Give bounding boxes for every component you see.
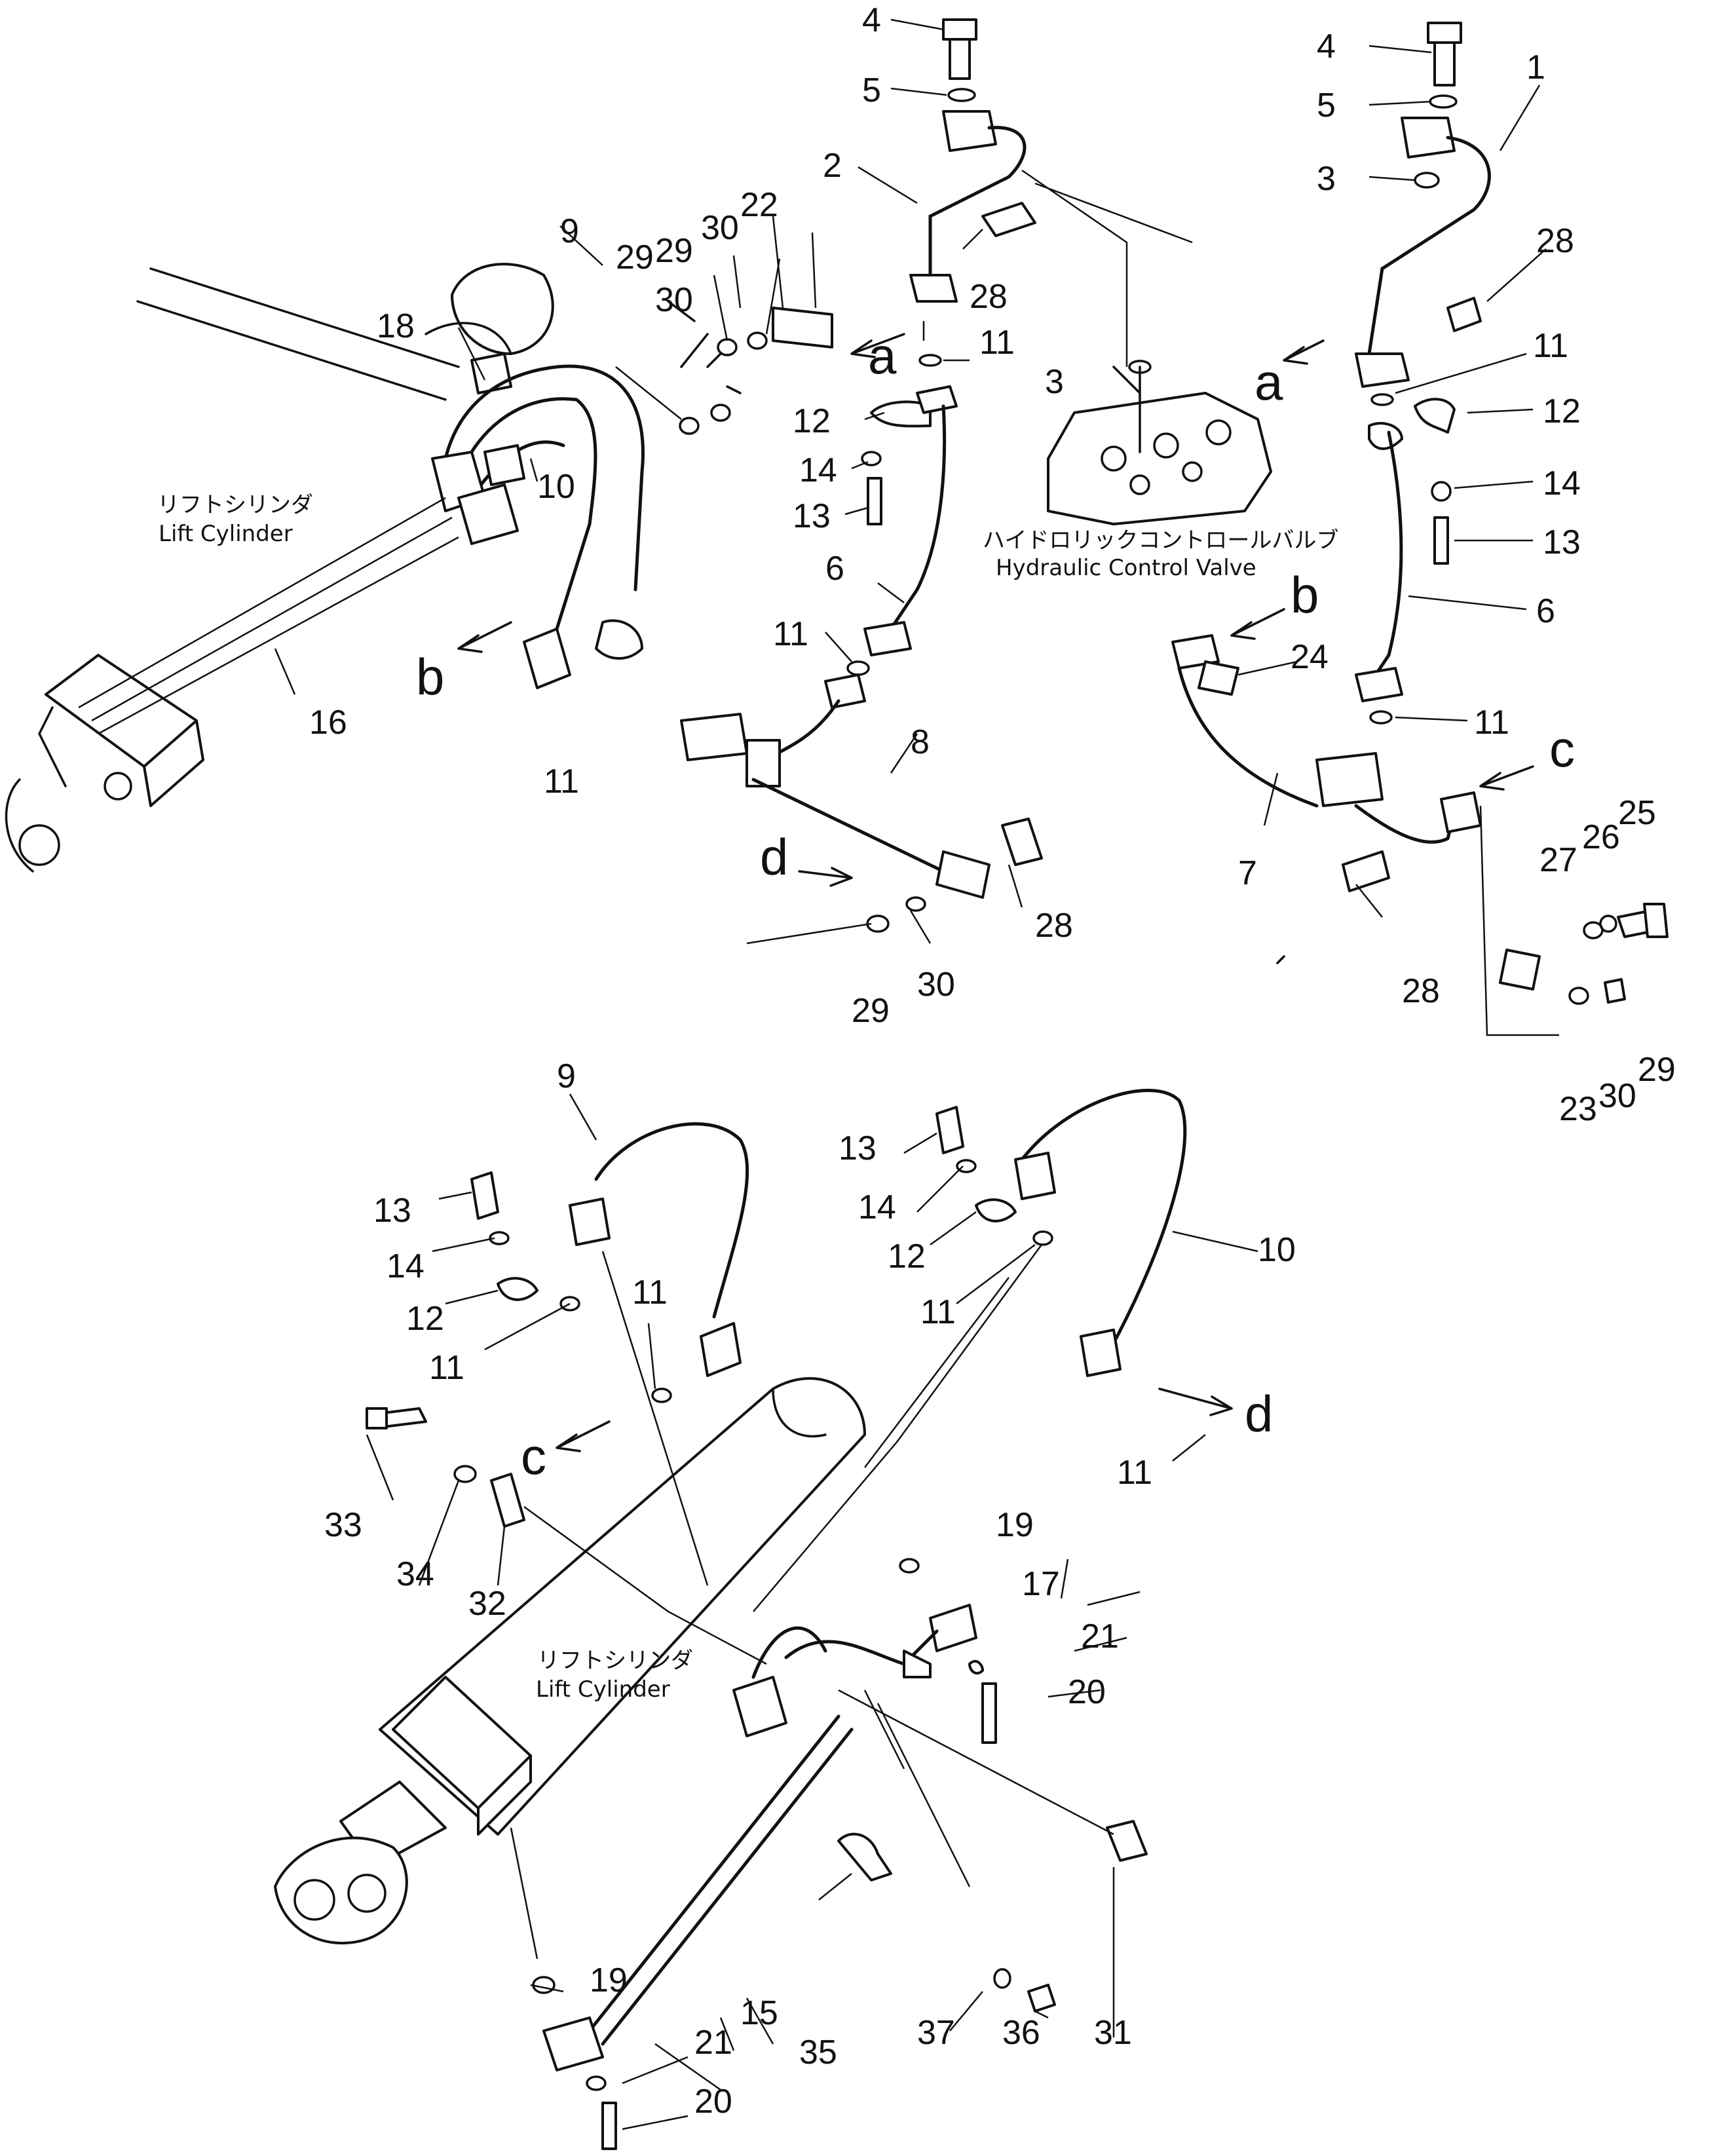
callout-17: 17 bbox=[1022, 1565, 1060, 1603]
reference-arrows bbox=[457, 333, 1534, 1452]
callout-11i: 11 bbox=[1117, 1454, 1152, 1492]
callout-12d: 12 bbox=[888, 1238, 926, 1275]
callout-25: 25 bbox=[1618, 794, 1656, 832]
ref-c-upper: c bbox=[1549, 720, 1575, 778]
callout-13b: 13 bbox=[1543, 523, 1581, 561]
callout-10b: 10 bbox=[1258, 1231, 1296, 1269]
callout-numbers: 4 5 2 22 30 29 28 11 12 14 13 6 11 8 28 … bbox=[309, 1, 1676, 2121]
callout-11f: 11 bbox=[429, 1349, 464, 1387]
callout-4b: 4 bbox=[1317, 28, 1336, 66]
callout-30c: 30 bbox=[655, 281, 693, 319]
callout-14b: 14 bbox=[1543, 464, 1581, 502]
hcv-caption-en: Hydraulic Control Valve bbox=[996, 555, 1256, 581]
callout-35: 35 bbox=[799, 2033, 837, 2071]
callout-30a: 30 bbox=[701, 209, 739, 247]
callout-26: 26 bbox=[1582, 818, 1620, 856]
upper-center-piping bbox=[667, 18, 1193, 933]
callout-29d: 29 bbox=[1638, 1051, 1676, 1089]
callout-15: 15 bbox=[740, 1994, 778, 2032]
upper-right-piping bbox=[1171, 22, 1669, 1036]
callout-8: 8 bbox=[911, 723, 930, 761]
callout-29b: 29 bbox=[852, 992, 890, 1030]
callout-11d: 11 bbox=[1533, 327, 1568, 365]
callout-14a: 14 bbox=[799, 451, 837, 489]
callout-11g: 11 bbox=[632, 1274, 668, 1312]
ref-b-right: b bbox=[1291, 566, 1319, 624]
callout-19a: 19 bbox=[996, 1506, 1034, 1544]
callout-14c: 14 bbox=[387, 1247, 425, 1285]
callout-20a: 20 bbox=[1068, 1673, 1106, 1711]
callout-36: 36 bbox=[1002, 2014, 1040, 2052]
callout-18: 18 bbox=[377, 307, 415, 345]
callout-21b: 21 bbox=[694, 2024, 732, 2062]
ref-d-lower: d bbox=[1245, 1385, 1273, 1443]
callout-28b: 28 bbox=[1035, 907, 1073, 945]
callout-19b: 19 bbox=[590, 1961, 628, 1999]
callout-13a: 13 bbox=[793, 497, 831, 535]
callout-31: 31 bbox=[1094, 2014, 1132, 2052]
callout-1: 1 bbox=[1526, 48, 1545, 86]
callout-13c: 13 bbox=[373, 1192, 411, 1230]
upper-lift-cylinder-caption-jp: リフトシリンダ bbox=[157, 492, 313, 518]
lower-lift-cylinder-caption-jp: リフトシリンダ bbox=[537, 1648, 693, 1674]
callout-11a: 11 bbox=[979, 324, 1015, 362]
callout-leaders bbox=[274, 18, 1547, 2130]
callout-3a: 3 bbox=[1317, 160, 1336, 198]
ref-a-right: a bbox=[1255, 353, 1283, 411]
callout-10a: 10 bbox=[537, 468, 575, 506]
callout-9a: 9 bbox=[560, 212, 579, 250]
ref-b-left: b bbox=[416, 648, 444, 706]
callout-11e: 11 bbox=[1474, 704, 1509, 742]
callout-12b: 12 bbox=[1543, 392, 1581, 430]
callout-11b: 11 bbox=[773, 615, 808, 653]
callout-28a: 28 bbox=[970, 278, 1008, 316]
callout-32: 32 bbox=[468, 1585, 506, 1623]
lower-lift-cylinder-caption-en: Lift Cylinder bbox=[536, 1676, 670, 1703]
callout-23: 23 bbox=[1559, 1090, 1597, 1128]
ref-c-lower: c bbox=[521, 1427, 546, 1485]
callout-29a: 29 bbox=[655, 232, 693, 270]
callout-7: 7 bbox=[1238, 854, 1257, 892]
callout-24: 24 bbox=[1291, 638, 1329, 676]
callout-21a: 21 bbox=[1081, 1617, 1119, 1655]
callout-27: 27 bbox=[1539, 841, 1577, 879]
callout-20b: 20 bbox=[694, 2083, 732, 2121]
callout-11h: 11 bbox=[920, 1293, 956, 1331]
callout-28c: 28 bbox=[1536, 222, 1574, 260]
callout-33: 33 bbox=[324, 1506, 362, 1544]
callout-13d: 13 bbox=[839, 1129, 877, 1167]
callout-14d: 14 bbox=[858, 1188, 896, 1226]
ref-a-left: a bbox=[868, 327, 897, 385]
callout-5b: 5 bbox=[1317, 86, 1336, 124]
lower-lift-cylinder bbox=[274, 1089, 1187, 2150]
hydraulic-control-valve: ハイドロリックコントロールバルブ Hydraulic Control Valve bbox=[983, 360, 1338, 581]
callout-4: 4 bbox=[862, 1, 881, 39]
callout-6b: 6 bbox=[1536, 592, 1555, 630]
ref-d-upper: d bbox=[760, 828, 788, 886]
upper-lift-cylinder bbox=[5, 263, 645, 873]
callout-12a: 12 bbox=[793, 402, 831, 440]
callout-37: 37 bbox=[917, 2014, 955, 2052]
callout-12c: 12 bbox=[406, 1300, 444, 1338]
callout-34: 34 bbox=[396, 1555, 434, 1593]
callout-6a: 6 bbox=[825, 550, 844, 588]
callout-2: 2 bbox=[823, 147, 842, 185]
callout-29c: 29 bbox=[616, 238, 654, 276]
callout-3b: 3 bbox=[1045, 363, 1064, 401]
callout-28d: 28 bbox=[1402, 972, 1440, 1010]
callout-30b: 30 bbox=[917, 966, 955, 1004]
callout-11c: 11 bbox=[544, 763, 579, 801]
callout-22: 22 bbox=[740, 186, 778, 224]
callout-16: 16 bbox=[309, 704, 347, 742]
callout-5: 5 bbox=[862, 71, 881, 109]
callout-30d: 30 bbox=[1598, 1077, 1636, 1115]
hcv-caption-jp: ハイドロリックコントロールバルブ bbox=[983, 527, 1338, 554]
upper-lift-cylinder-caption-en: Lift Cylinder bbox=[159, 521, 293, 547]
callout-9b: 9 bbox=[557, 1057, 576, 1095]
